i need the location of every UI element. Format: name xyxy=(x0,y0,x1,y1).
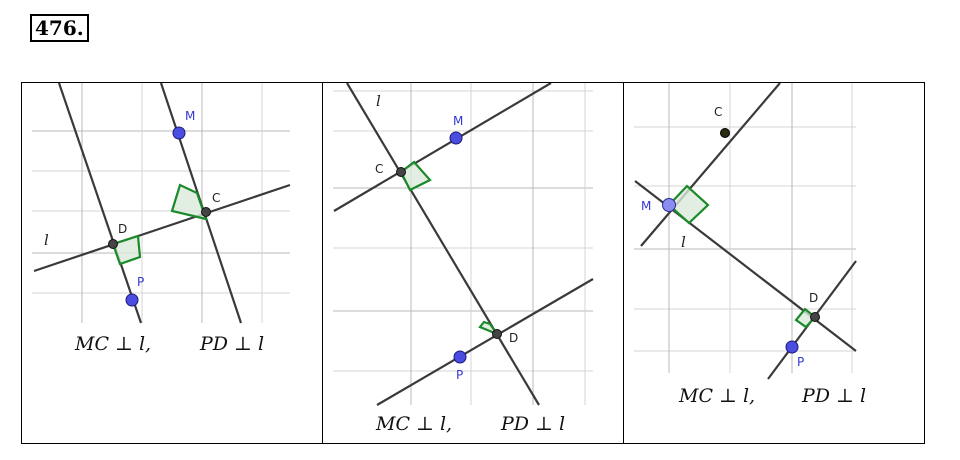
diagram-1: M C D P l xyxy=(32,83,291,324)
label-l-1: l xyxy=(44,231,49,249)
right-angle-d-3 xyxy=(794,307,817,329)
diagram-3: C M D P l xyxy=(634,83,857,380)
panel-1: M C D P l MC ⊥ l, PD ⊥ l xyxy=(21,82,323,444)
caption-pd-2: PD ⊥ l xyxy=(501,413,566,435)
problem-number: 476. xyxy=(30,14,89,42)
label-m-3: M xyxy=(641,199,651,213)
label-d-1: D xyxy=(118,222,127,236)
point-p-3 xyxy=(785,340,799,354)
line-mc-3 xyxy=(640,83,781,247)
right-angle-c-2 xyxy=(399,160,432,192)
label-c-1: C xyxy=(212,191,220,205)
panel-3: C M D P l MC ⊥ l, PD ⊥ l xyxy=(623,82,925,444)
line-l-1 xyxy=(33,183,291,273)
point-p-2 xyxy=(453,350,467,364)
caption-mc-1: MC ⊥ l, xyxy=(75,333,152,355)
label-m-2: M xyxy=(453,114,463,128)
label-p-1: P xyxy=(137,275,144,289)
label-c-3: C xyxy=(714,105,722,119)
line-pd-2 xyxy=(376,278,594,406)
caption-pd-1: PD ⊥ l xyxy=(200,333,265,355)
point-c-1 xyxy=(201,207,211,217)
caption-mc-2: MC ⊥ l, xyxy=(376,413,453,435)
point-c-3 xyxy=(720,128,730,138)
label-l-3: l xyxy=(681,233,686,251)
label-p-3: P xyxy=(797,355,804,369)
label-m-1: M xyxy=(185,109,195,123)
label-d-3: D xyxy=(809,291,818,305)
line-pd-1 xyxy=(57,83,143,324)
label-d-2: D xyxy=(509,331,518,345)
point-p-1 xyxy=(125,293,139,307)
point-c-2 xyxy=(396,167,406,177)
caption-pd-3: PD ⊥ l xyxy=(802,385,867,407)
label-c-2: C xyxy=(375,162,383,176)
label-l-2: l xyxy=(376,92,381,110)
point-d-1 xyxy=(108,239,118,249)
right-angle-m-3 xyxy=(667,184,710,225)
point-d-3 xyxy=(810,312,820,322)
point-m-1 xyxy=(172,126,186,140)
right-angle-d-2 xyxy=(478,320,501,337)
right-angle-c-1 xyxy=(170,183,208,221)
grid-1 xyxy=(32,83,290,323)
point-d-2 xyxy=(492,329,502,339)
right-angle-d-1 xyxy=(111,234,142,266)
caption-mc-3: MC ⊥ l, xyxy=(679,385,756,407)
label-p-2: P xyxy=(456,368,463,382)
grid-3 xyxy=(634,83,856,373)
diagram-2: M C D P l xyxy=(333,83,594,406)
panel-2: M C D P l MC ⊥ l, PD ⊥ l xyxy=(322,82,624,444)
problem-number-box: 476. xyxy=(30,14,89,42)
line-mc-2 xyxy=(333,83,552,212)
point-m-3 xyxy=(662,198,676,212)
point-m-2 xyxy=(449,131,463,145)
line-l-2 xyxy=(346,83,540,406)
